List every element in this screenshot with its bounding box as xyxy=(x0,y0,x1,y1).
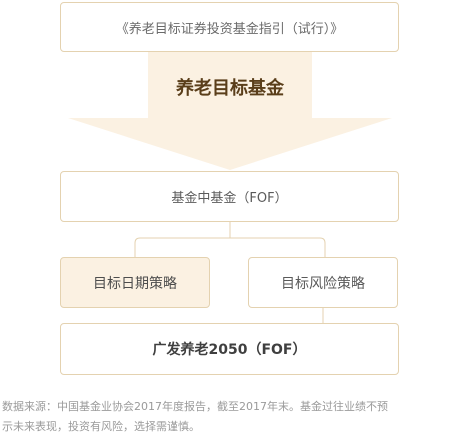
footnote-line-1: 数据来源：中国基金业协会2017年度报告，截至2017年末。基金过往业绩不预 xyxy=(2,400,388,413)
target-risk-strategy-box: 目标风险策略 xyxy=(248,257,398,308)
product-text: 广发养老2050（FOF） xyxy=(152,342,307,358)
arrow-polygon xyxy=(68,52,392,170)
guideline-document-box: 《养老目标证券投资基金指引（试行）》 xyxy=(60,2,399,52)
fof-text: 基金中基金（FOF） xyxy=(171,191,288,206)
pension-target-fund-label: 养老目标基金 xyxy=(176,78,284,99)
footnote: 数据来源：中国基金业协会2017年度报告，截至2017年末。基金过往业绩不预 示… xyxy=(2,397,459,437)
fof-box: 基金中基金（FOF） xyxy=(60,171,399,222)
target-date-text: 目标日期策略 xyxy=(93,275,177,292)
product-box: 广发养老2050（FOF） xyxy=(60,323,399,375)
guideline-text: 《养老目标证券投资基金指引（试行）》 xyxy=(115,21,344,37)
connector-fof-to-strategies xyxy=(134,222,326,257)
target-risk-text: 目标风险策略 xyxy=(281,275,365,292)
target-date-strategy-box: 目标日期策略 xyxy=(60,257,210,308)
footnote-line-2: 示未来表现，投资有风险，选择需谨慎。 xyxy=(2,420,200,433)
